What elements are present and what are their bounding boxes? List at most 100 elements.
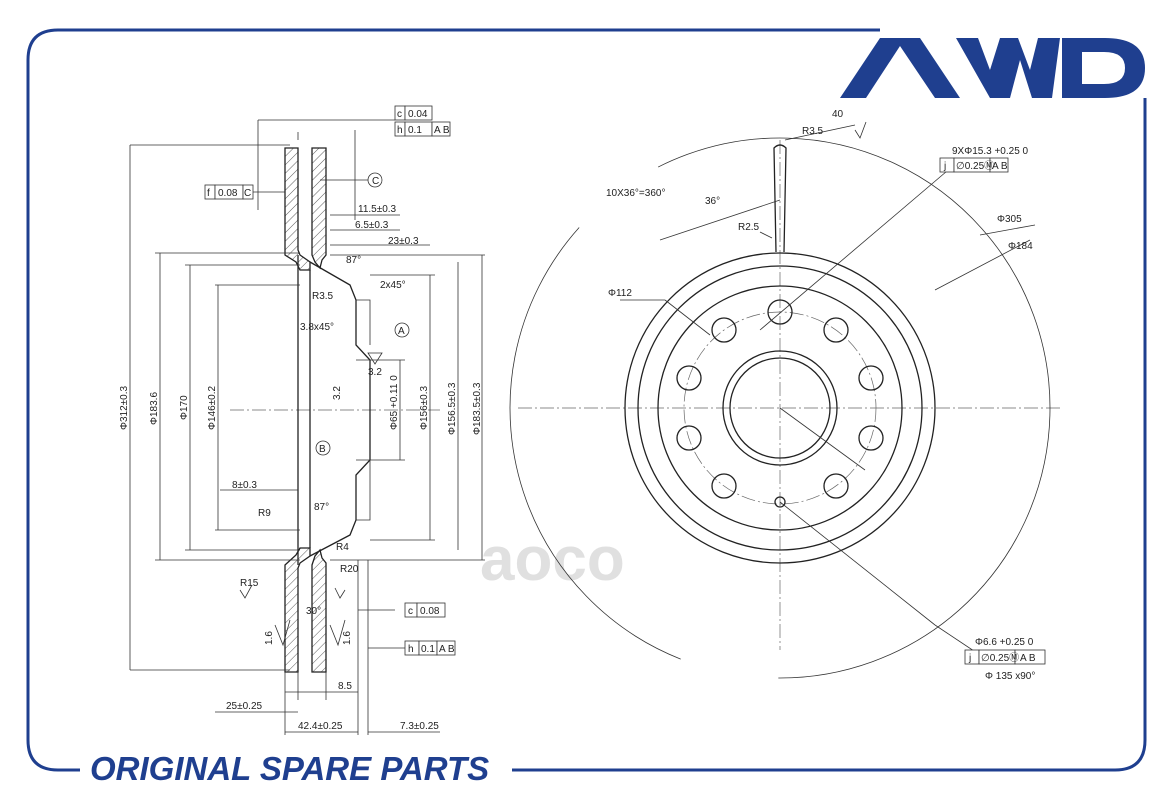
dim-d3: 23±0.3 xyxy=(388,236,419,247)
dim-d73: 7.3±0.25 xyxy=(400,721,439,732)
section-upper-inner xyxy=(284,147,311,271)
dim-d1: 11.5±0.3 xyxy=(358,204,397,215)
bolt-hole xyxy=(858,425,884,451)
svg-text:c: c xyxy=(408,606,413,617)
footer: ORIGINAL SPARE PARTS xyxy=(90,750,489,787)
dim-r4: R4 xyxy=(336,542,349,553)
dim-dia65: Φ65 +0.11 0 xyxy=(389,375,400,430)
disc-friction-inner xyxy=(624,252,936,564)
disc-outer-arc xyxy=(509,137,1051,679)
dim-ang1: 87° xyxy=(346,255,361,266)
dim-ang36: 36° xyxy=(705,196,720,207)
tolerance-frame-small-hole: j ∅0.25Ⓜ A B xyxy=(964,649,1046,665)
disc-hat-outer xyxy=(637,265,923,551)
dim-r35: R3.5 xyxy=(802,126,824,137)
tolerance-frame-h2: h 0.1 A B xyxy=(404,640,456,656)
svg-text:0.1: 0.1 xyxy=(408,125,422,136)
datum-a-marker xyxy=(394,322,410,338)
dim-rough2: 1.6 xyxy=(342,631,353,645)
svg-text:∅0.25Ⓜ: ∅0.25Ⓜ xyxy=(981,652,1019,664)
frame-border xyxy=(26,28,1147,772)
svg-text:C: C xyxy=(244,188,251,199)
dim-rough1: 1.6 xyxy=(264,631,275,645)
dim-dia112: Φ112 xyxy=(608,288,632,299)
dim-dia312: Φ312±0.3 xyxy=(119,386,130,430)
hub-detail-2 xyxy=(356,460,371,521)
roughness-symbol xyxy=(329,619,346,647)
tolerance-frame-h: h 0.1 A B xyxy=(394,121,451,137)
datum-b-marker xyxy=(315,440,331,456)
dim-ch1: 2x45° xyxy=(380,280,406,291)
datum-b-label: B xyxy=(319,444,326,455)
dim-dia184: Φ184 xyxy=(1008,241,1033,252)
bolt-hole xyxy=(823,473,849,499)
dim-dia1565: Φ156.5±0.3 xyxy=(447,382,458,435)
section-upper-outer xyxy=(311,147,327,270)
datum-c-label: C xyxy=(372,176,379,187)
svg-text:A B: A B xyxy=(992,161,1008,172)
dim-r15: R15 xyxy=(240,578,259,589)
roughness-symbol xyxy=(274,619,291,647)
tolerance-frame-holes: j ∅0.25Ⓜ A B xyxy=(939,157,1009,173)
dim-d85: 8.5 xyxy=(338,681,352,692)
svg-text:A B: A B xyxy=(434,125,450,136)
svg-text:f: f xyxy=(207,188,210,199)
dim-dia146: Φ146±0.2 xyxy=(207,386,218,430)
footer-text: ORIGINAL SPARE PARTS xyxy=(90,750,489,787)
dim-r9: R9 xyxy=(258,508,271,519)
tolerance-frame-c2: c 0.08 xyxy=(404,602,446,618)
locating-hole xyxy=(774,496,786,508)
watermark: aoco xyxy=(480,525,625,594)
dim-holes: 9XΦ15.3 +0.25 0 xyxy=(952,146,1029,157)
dim-r1: R3.5 xyxy=(312,291,334,302)
tolerance-frame-c: c 0.04 xyxy=(394,105,433,121)
svg-text:0.04: 0.04 xyxy=(408,109,428,120)
roughness-symbol xyxy=(854,121,867,139)
bolt-circle xyxy=(683,311,877,505)
datum-c-marker xyxy=(367,172,383,188)
roughness-symbol xyxy=(239,584,253,599)
bolt-holes xyxy=(676,299,884,508)
dim-small-hole: Φ6.6 +0.25 0 xyxy=(975,637,1034,648)
dim-r20: R20 xyxy=(340,564,359,575)
bolt-hole xyxy=(767,299,793,325)
dim-ang2: 87° xyxy=(314,502,329,513)
dim-ch2: 3.8x45° xyxy=(300,322,334,333)
svg-text:j: j xyxy=(968,653,971,664)
svg-text:A B: A B xyxy=(439,644,455,655)
brand-logo: AMD xyxy=(840,38,1145,98)
bolt-hole xyxy=(676,425,702,451)
vent-slot xyxy=(773,144,787,253)
logo-text: AMD xyxy=(990,68,993,71)
dim-d424: 42.4±0.25 xyxy=(298,721,343,732)
tolerance-frame-f: f 0.08 C xyxy=(204,184,254,200)
disc-hat-face xyxy=(657,285,903,531)
svg-text:h: h xyxy=(408,644,414,655)
dim-dia1835: Φ183.5±0.3 xyxy=(472,382,483,435)
bolt-hole xyxy=(676,365,702,391)
dim-pcd: Φ 135 x90° xyxy=(985,671,1035,682)
bolt-hole xyxy=(711,473,737,499)
svg-text:∅0.25Ⓜ: ∅0.25Ⓜ xyxy=(956,160,994,172)
datum-a-label: A xyxy=(398,326,405,337)
bolt-hole xyxy=(711,317,737,343)
dim-r32b: 3.2 xyxy=(332,386,343,400)
center-bore xyxy=(729,357,831,459)
svg-text:j: j xyxy=(943,161,946,172)
svg-text:c: c xyxy=(397,109,402,120)
dim-d8: 8±0.3 xyxy=(232,480,257,491)
svg-text:0.08: 0.08 xyxy=(218,188,238,199)
hub-detail xyxy=(356,299,371,345)
side-view: C A B c 0.04 h 0.1 A B f 0.08 C c 0.08 xyxy=(119,105,867,735)
dim-d40: 40 xyxy=(832,109,844,120)
svg-text:h: h xyxy=(397,125,403,136)
center-bore-outer xyxy=(722,350,838,466)
dim-dia170: Φ170 xyxy=(179,395,190,420)
dim-r32: 3.2 xyxy=(368,367,382,378)
dim-dia183: Φ183.6 xyxy=(149,392,160,425)
bolt-hole xyxy=(823,317,849,343)
bolt-hole xyxy=(858,365,884,391)
dim-r25: R2.5 xyxy=(738,222,760,233)
dim-dia305: Φ305 xyxy=(997,214,1022,225)
section-lower-outer xyxy=(311,548,327,673)
